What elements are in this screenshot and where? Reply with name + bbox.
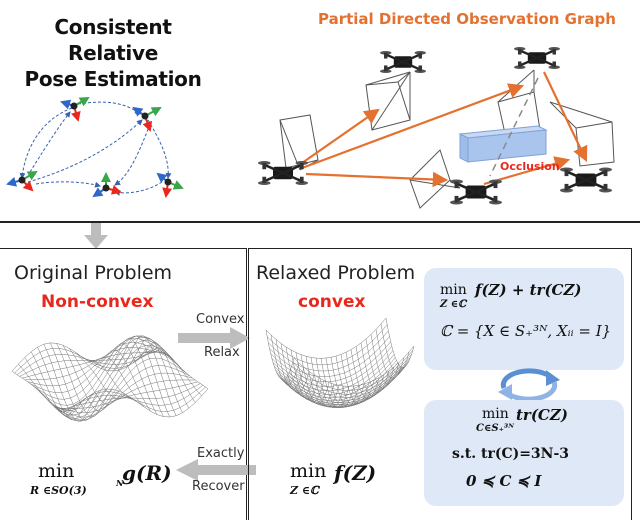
relaxed-problem-panel [248,248,632,520]
pose-frame-3 [6,171,38,192]
primal-min-operator: min [440,282,467,298]
relaxed-problem-title: Relaxed Problem [256,262,416,284]
pose-frame-4 [92,172,122,198]
primal-objective: f(Z) + tr(CZ) [475,281,582,299]
camera-frusta [279,69,615,209]
pose-frame-1 [60,97,90,122]
min-operator: min [290,460,327,482]
feasible-set-definition: ℂ = {X ∈ S₊³ᴺ, Xᵢᵢ = I} [440,322,612,340]
pose-frame-5 [156,172,184,198]
section-divider [0,221,640,223]
min-operator: min [38,460,75,482]
dual-objective: tr(CZ) [516,406,568,424]
occluded-edge [489,77,539,177]
observation-graph-title: Partial Directed Observation Graph [318,10,616,28]
objective-function: g(R) [122,461,172,485]
drone-icon [514,45,560,71]
objective-function: f(Z) [334,461,377,485]
pose-estimation-title: Consistent Relative Pose Estimation [8,14,218,92]
title-line-2: Pose Estimation [24,67,202,91]
relax-label: Relax [204,345,240,360]
drone-icon [560,166,612,194]
drone-icon [450,178,502,206]
observation-graph-diagram [258,45,615,209]
convex-surface-plot [265,318,415,408]
primal-formulation-box [424,268,624,370]
surface-mesh [12,335,208,422]
left-arrow-icon [176,459,256,481]
dual-min-subscript: C∈S₊³ᴺ [476,423,514,434]
dual-formulation-box [424,400,624,506]
pose-graph-diagram [6,97,184,198]
right-arrow-icon [178,327,250,349]
min-subscript: R ∈SO(3) [30,484,87,497]
convex-subtitle: convex [298,292,366,312]
min-subscript: Z ∈ℂ [290,484,319,497]
nonconvex-surface-plot [12,335,208,422]
drone-icon [258,159,308,187]
exactly-label: Exactly [197,446,245,461]
psd-constraint: 0 ≼ C ≼ I [466,472,542,490]
occlusion-label: Occlusion [500,160,560,173]
duality-cycle-icon [498,368,560,402]
trace-constraint: s.t. tr(C)=3N-3 [452,446,570,462]
occlusion-block [458,125,548,163]
pose-frame-2 [132,106,162,132]
dual-min-operator: min [482,406,509,422]
recover-label: Recover [192,479,245,494]
original-problem-panel [0,248,247,520]
primal-min-subscript: Z ∈ℂ [440,299,467,310]
min-superscript: N [116,478,124,488]
down-arrow-icon [84,223,108,249]
drone-icon [380,49,426,75]
title-line-1: Consistent Relative [54,15,172,65]
surface-mesh [265,318,415,408]
original-problem-title: Original Problem [14,262,173,284]
non-convex-label: Non-convex [41,292,154,312]
convex-label: Convex [196,312,245,327]
